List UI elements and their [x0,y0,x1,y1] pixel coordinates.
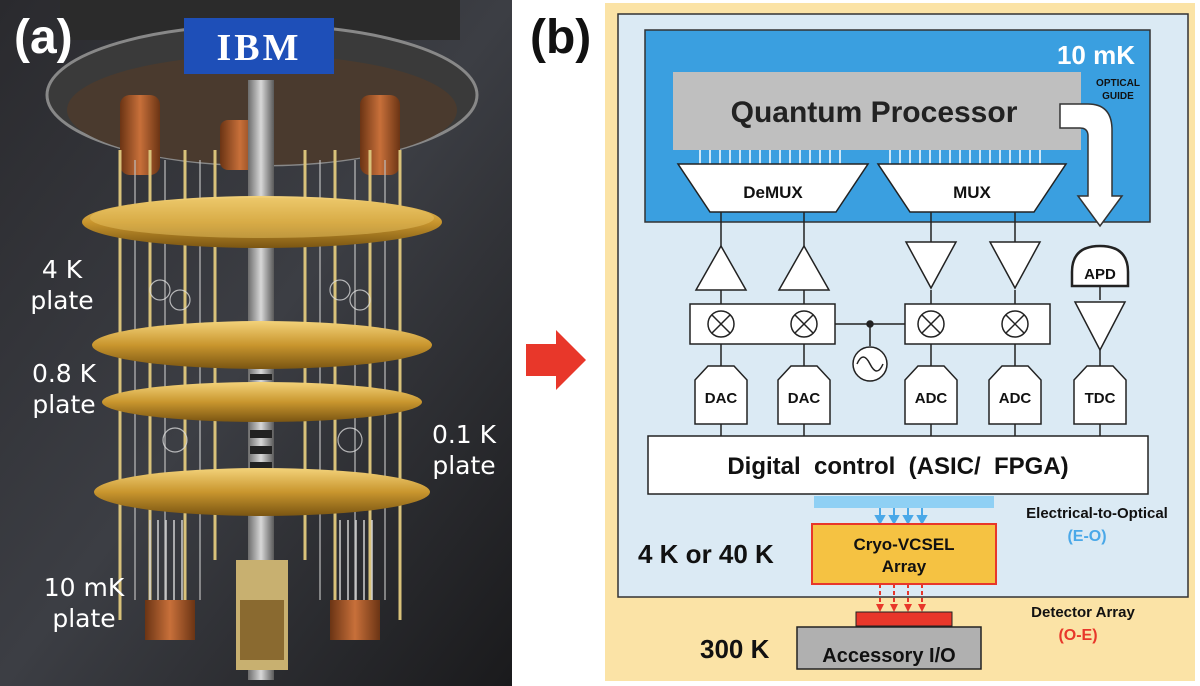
plate-0-1k-line1: 0.1 K [431,420,497,449]
plate-0-1k-line2: plate [432,451,496,480]
apd-label: APD [1084,266,1116,283]
demux-block [676,163,870,213]
dac-block [777,365,831,425]
processor-pins [699,150,1041,164]
panel-a-label: (a) [14,11,73,64]
red-arrow-icon [526,330,586,390]
amplifier-icon [904,241,958,290]
quantum-processor-label: Quantum Processor [731,96,1018,129]
amplifier-icon [777,244,831,291]
panel-b-label: (b) [530,11,592,64]
amplifier-icon [694,244,748,291]
optical-guide-label-1: OPTICAL [1096,78,1140,89]
plate-4k-line1: 4 K [41,255,83,284]
eo-converter-bar [814,496,994,508]
quantum-processor [673,72,1081,150]
apd-block [1070,244,1130,288]
ibm-logo: IBM [217,27,302,69]
ibm-logo-box [184,18,334,74]
plate-label-10mk: 10 mK plate [34,572,134,634]
vcsel-label-1: Cryo-VCSEL [853,535,954,554]
dac-label: DAC [788,390,821,407]
cryo-vcsel-array [811,523,997,585]
plate-4k-line2: plate [30,286,94,315]
mux-block [876,163,1068,213]
plate-label-0-8k: 0.8 K plate [22,358,106,420]
stage-10mk-label: 10 mK [1057,40,1135,70]
accessory-io-block [796,626,982,670]
oe-arrows-icon [879,584,923,606]
plate-label-4k: 4 K plate [22,254,102,316]
oe-arrowheads [876,604,926,612]
adc-block [904,365,958,425]
detector-array [855,611,953,627]
tdc-label: TDC [1085,390,1116,407]
optical-guide-arrow-icon [1059,103,1124,228]
stage-300k-label: 300 K [700,634,770,664]
adc-block [988,365,1042,425]
eo-abbr: (E-O) [1067,528,1106,545]
digital-control-block [647,435,1149,495]
eo-label: Electrical-to-Optical [1026,505,1168,522]
demux-label: DeMUX [743,183,803,202]
plate-0-8k-line1: 0.8 K [31,359,97,388]
plate-10mk-line2: plate [52,604,116,633]
oe-abbr: (O-E) [1058,627,1097,644]
mixer-icons [707,310,1029,338]
plate-10mk-line1: 10 mK [43,573,125,602]
local-oscillator-icon [835,320,905,382]
dac-label: DAC [705,390,738,407]
amplifier-icon [1073,301,1127,352]
adc-label: ADC [915,390,948,407]
optical-guide-label-2: GUIDE [1102,91,1134,102]
accessory-io-label: Accessory I/O [822,645,955,667]
vcsel-label-2: Array [882,557,927,576]
dilution-refrigerator-photo: IBM [0,0,512,686]
adc-label: ADC [999,390,1032,407]
dac-block [694,365,748,425]
mux-label: MUX [953,183,991,202]
tdc-block [1073,365,1127,425]
detector-label: Detector Array [1031,604,1135,621]
eo-arrows-icon [874,508,928,526]
plate-0-8k-line2: plate [32,390,96,419]
cryogenic-control-diagram: 10 mK OPTICAL GUIDE Quantum Processor [605,3,1195,681]
amplifier-icon [988,241,1042,290]
plate-label-0-1k: 0.1 K plate [425,419,503,481]
digital-control-label: Digital control (ASIC/ FPGA) [727,453,1068,480]
stage-4k-label: 4 K or 40 K [638,539,774,569]
